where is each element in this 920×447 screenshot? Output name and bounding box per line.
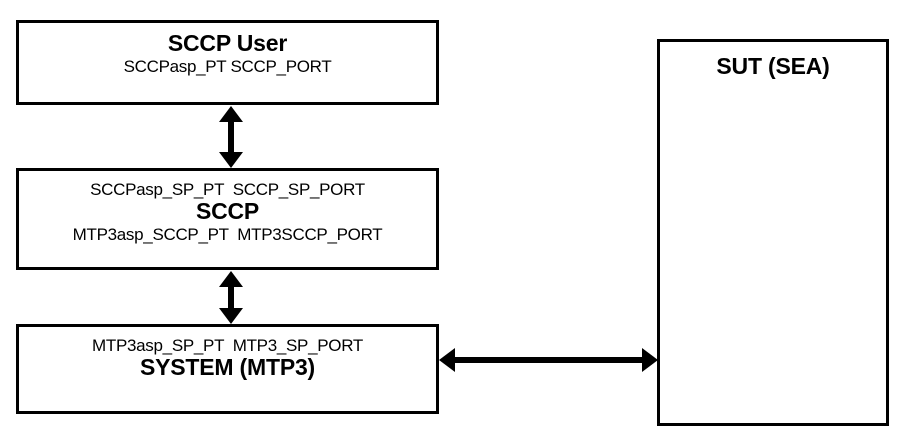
box-sccp-upper-ports: SCCPasp_SP_PT SCCP_SP_PORT: [90, 180, 365, 199]
box-sut-sea[interactable]: SUT (SEA): [657, 39, 889, 426]
box-sut-sea-title: SUT (SEA): [716, 53, 830, 79]
arrow-sccp-to-system-mtp3: [219, 271, 243, 324]
arrow-head-right-icon: [642, 348, 658, 372]
box-sccp[interactable]: SCCPasp_SP_PT SCCP_SP_PORT SCCP MTP3asp_…: [16, 168, 439, 270]
box-sccp-user-title: SCCP User: [167, 30, 288, 56]
box-sccp-lower-ports: MTP3asp_SCCP_PT MTP3SCCP_PORT: [72, 224, 383, 244]
box-sccp-title: SCCP: [195, 198, 260, 225]
box-system-mtp3[interactable]: MTP3asp_SP_PT MTP3_SP_PORT SYSTEM (MTP3): [16, 324, 439, 414]
arrow-sccp-user-to-sccp: [219, 106, 243, 168]
arrow-system-mtp3-to-sut: [439, 348, 658, 372]
box-sccp-user[interactable]: SCCP User SCCPasp_PT SCCP_PORT: [16, 20, 439, 105]
arrow-head-down-icon: [219, 308, 243, 324]
box-system-mtp3-ports: MTP3asp_SP_PT MTP3_SP_PORT: [92, 336, 363, 355]
box-system-mtp3-title: SYSTEM (MTP3): [139, 354, 316, 381]
arrow-shaft: [228, 114, 234, 160]
arrow-shaft: [447, 357, 650, 363]
arrow-head-down-icon: [219, 152, 243, 168]
box-sccp-user-ports: SCCPasp_PT SCCP_PORT: [123, 56, 332, 76]
arrow-shaft: [228, 279, 234, 316]
